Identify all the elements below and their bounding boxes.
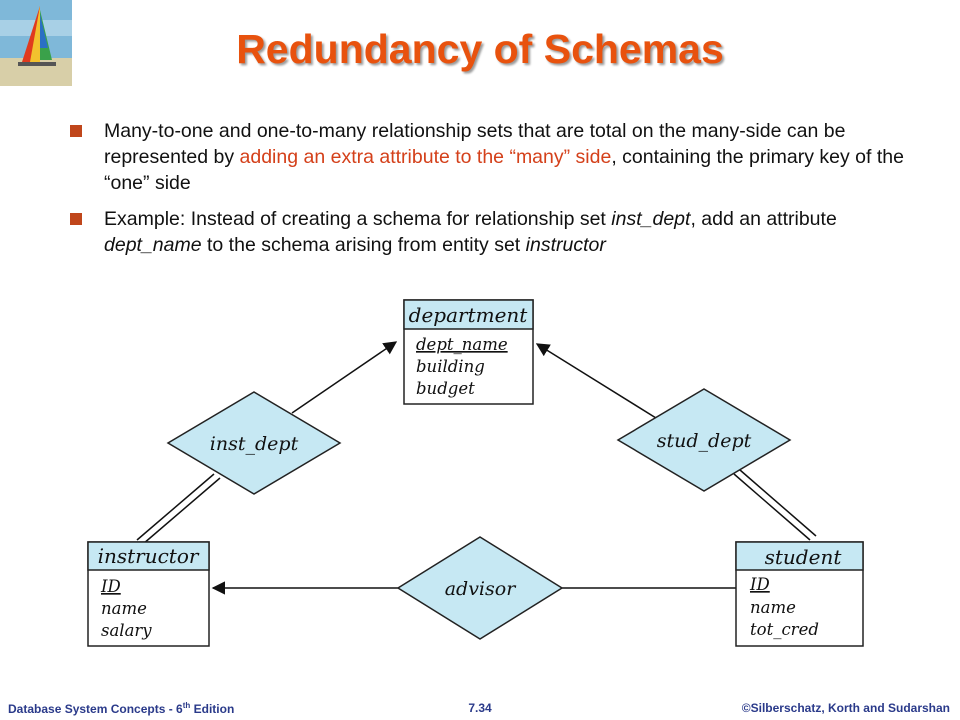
department-attr-dept-name: dept_name xyxy=(416,335,508,354)
square-bullet-icon xyxy=(70,213,82,225)
bullet-list: Many-to-one and one-to-many relationship… xyxy=(66,118,926,268)
sailboat-logo xyxy=(0,0,72,86)
bullet-item-1: Many-to-one and one-to-many relationship… xyxy=(66,118,926,196)
bullet-2-em-c: instructor xyxy=(525,234,606,256)
bullet-1-highlight: adding an extra attribute to the “many” … xyxy=(239,146,612,168)
department-name: department xyxy=(409,303,529,327)
slide-title: Redundancy of Schemas xyxy=(236,26,724,72)
instructor-name: instructor xyxy=(98,544,200,568)
department-attr-building: building xyxy=(416,357,485,376)
inst-dept-to-instructor-line-1 xyxy=(136,473,215,541)
bullet-2-em-b: dept_name xyxy=(104,234,202,256)
stud-dept-to-department-arrow xyxy=(535,343,657,419)
bullet-1-text-a: Many-to-one and one-to-many relationship… xyxy=(104,120,846,168)
square-bullet-icon xyxy=(70,125,82,137)
bullet-item-2: Example: Instead of creating a schema fo… xyxy=(66,206,926,258)
instructor-attr-salary: salary xyxy=(101,621,152,640)
footer-left-a: Database System Concepts - 6 xyxy=(8,702,183,716)
footer-left-sup: th xyxy=(182,701,191,710)
student-attr-id: ID xyxy=(749,575,770,594)
stud-dept-to-student-line-2 xyxy=(739,469,817,537)
relationship-stud-dept: stud_dept xyxy=(616,388,792,492)
department-attr-budget: budget xyxy=(416,379,475,398)
footer-page-number: 7.34 xyxy=(468,701,492,715)
bullet-2-text-b: , add an attribute xyxy=(690,208,837,230)
stud-dept-to-student-line-1 xyxy=(733,473,811,541)
instructor-attr-id: ID xyxy=(100,577,121,596)
inst-dept-label: inst_dept xyxy=(210,433,299,455)
bullet-2-text-c: to the schema arising from entity set xyxy=(201,234,526,256)
bullet-2-em-a: inst_dept xyxy=(611,208,691,230)
stud-dept-label: stud_dept xyxy=(657,430,752,452)
entity-instructor: instructor ID name salary xyxy=(87,541,210,647)
entity-student: student ID name tot_cred xyxy=(735,541,864,647)
footer-copyright: ©Silberschatz, Korth and Sudarshan xyxy=(741,701,950,715)
entity-department: department dept_name building budget xyxy=(403,299,534,405)
footer-left-b: Edition xyxy=(190,702,235,716)
student-attr-tot-cred: tot_cred xyxy=(750,620,819,639)
footer-book-title: Database System Concepts - 6th Edition xyxy=(8,701,234,716)
bullet-2-text-a: Example: Instead of creating a schema fo… xyxy=(104,208,612,230)
instructor-attr-name: name xyxy=(101,599,147,618)
bullet-1-text-b: , containing the primary key of the “one… xyxy=(104,146,904,194)
inst-dept-to-department-arrow xyxy=(291,341,398,414)
relationship-inst-dept: inst_dept xyxy=(166,391,342,495)
student-name: student xyxy=(765,545,843,569)
advisor-label: advisor xyxy=(445,578,517,600)
inst-dept-to-instructor-line-2 xyxy=(142,477,221,545)
relationship-advisor: advisor xyxy=(396,536,564,640)
student-attr-name: name xyxy=(750,598,796,617)
